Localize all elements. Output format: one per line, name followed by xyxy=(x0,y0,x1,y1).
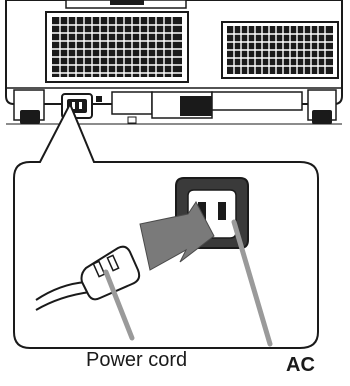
ac-label: AC xyxy=(286,354,315,376)
projector-rear-illustration xyxy=(5,0,343,125)
right-vent-grille xyxy=(227,26,333,74)
left-vent-grille xyxy=(52,17,182,77)
leader-lines xyxy=(103,219,273,347)
insert-arrow-icon xyxy=(139,201,215,271)
power-plug-icon xyxy=(35,245,141,311)
power-cord-label: Power cord xyxy=(86,349,188,371)
